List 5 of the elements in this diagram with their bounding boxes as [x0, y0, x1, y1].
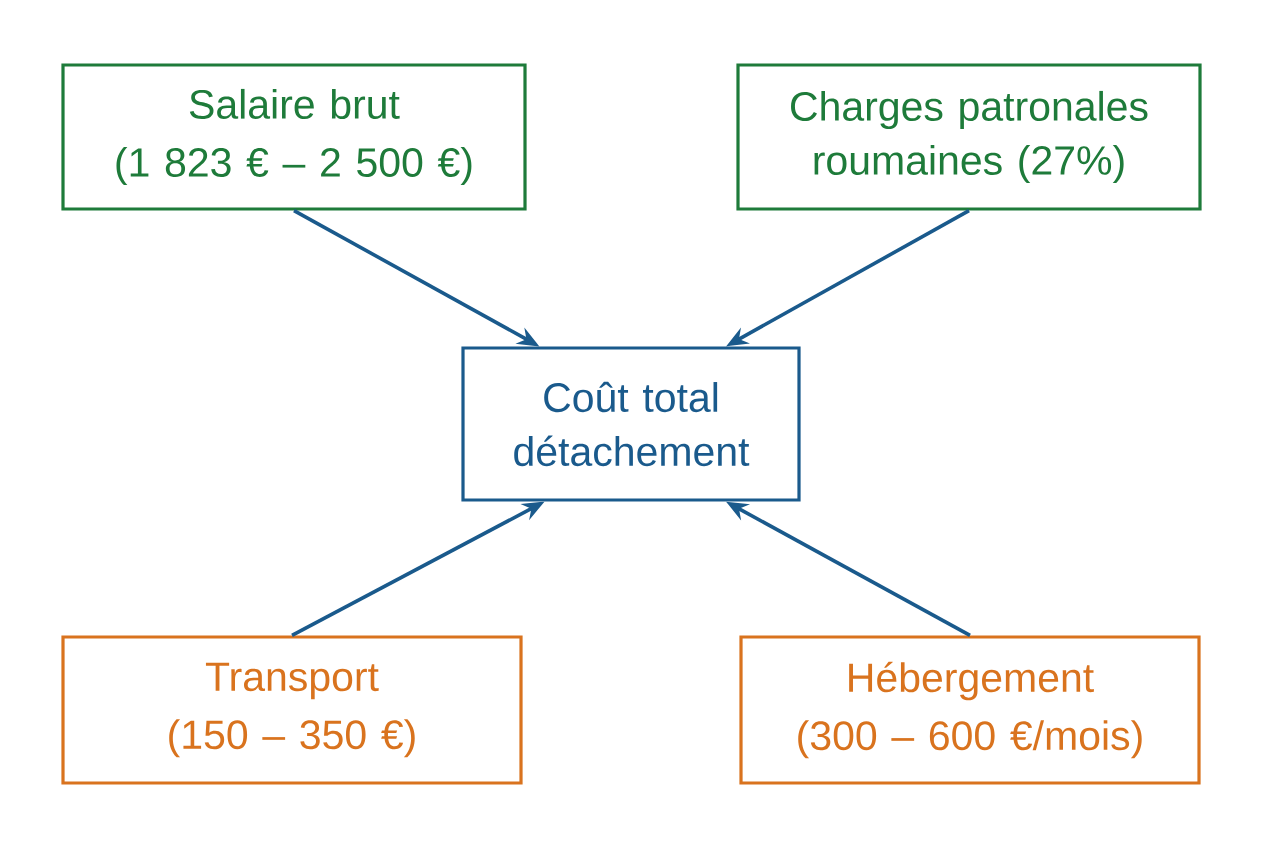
cost-box: Charges patronales roumaines (27%) — [736, 63, 1202, 211]
cost-box: Salaire brut (1 823 € – 2 500 €) — [61, 63, 527, 211]
cost-box: Hébergement (300 – 600 €/mois) — [739, 635, 1201, 785]
total-box: Coût total détachement — [461, 346, 801, 502]
cost-box: Transport (150 – 350 €) — [61, 635, 523, 785]
